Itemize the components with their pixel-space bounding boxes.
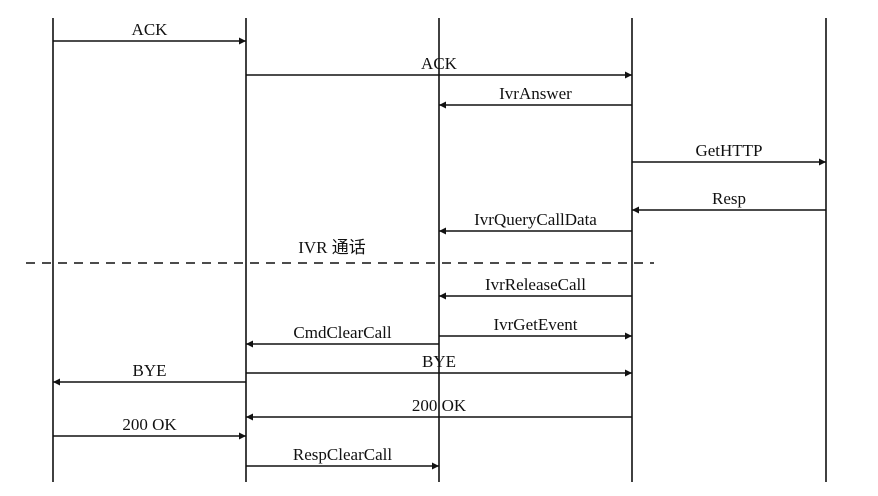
message-resp-clear-call: RespClearCall	[246, 445, 439, 470]
message-bye-2: BYE	[246, 352, 632, 377]
message-ivr-get-event: IvrGetEvent	[439, 315, 632, 340]
message-label-ivr-answer: IvrAnswer	[499, 84, 572, 103]
lifelines	[52, 18, 827, 482]
message-label-ivr-query-call-data: IvrQueryCallData	[474, 210, 597, 229]
message-label-ivr-release-call: IvrReleaseCall	[485, 275, 586, 294]
message-label-ack-1: ACK	[132, 20, 169, 39]
message-ok-1: 200 OK	[246, 396, 632, 421]
message-label-resp-clear-call: RespClearCall	[293, 445, 392, 464]
message-cmd-clear-call: CmdClearCall	[246, 323, 439, 348]
message-label-get-http: GetHTTP	[695, 141, 762, 160]
message-label-bye-2: BYE	[422, 352, 456, 371]
message-ack-2: ACK	[246, 54, 632, 79]
message-bye-1: BYE	[53, 361, 246, 386]
message-ack-1: ACK	[53, 20, 246, 45]
message-get-http: GetHTTP	[632, 141, 826, 166]
message-label-ok-1: 200 OK	[412, 396, 467, 415]
message-label-resp: Resp	[712, 189, 746, 208]
message-label-ok-2: 200 OK	[122, 415, 177, 434]
message-resp: Resp	[632, 189, 826, 214]
phase-divider: IVR 通话	[26, 238, 654, 264]
message-ivr-query-call-data: IvrQueryCallData	[439, 210, 632, 235]
message-ok-2: 200 OK	[53, 415, 246, 440]
message-label-ack-2: ACK	[421, 54, 458, 73]
message-label-ivr-get-event: IvrGetEvent	[493, 315, 577, 334]
message-ivr-release-call: IvrReleaseCall	[439, 275, 632, 300]
phase-divider-label: IVR 通话	[298, 238, 366, 257]
message-label-cmd-clear-call: CmdClearCall	[293, 323, 391, 342]
message-label-bye-1: BYE	[133, 361, 167, 380]
message-ivr-answer: IvrAnswer	[439, 84, 632, 109]
